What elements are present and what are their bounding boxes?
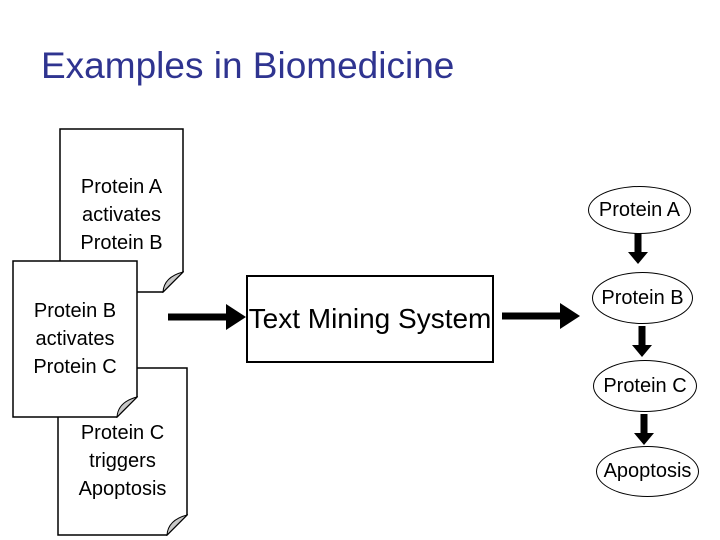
doc-line: activates <box>82 203 161 226</box>
arrow-head <box>560 303 580 329</box>
doc-line: Protein B <box>80 231 163 254</box>
pathway-node-label: Protein C <box>603 374 687 397</box>
arrow-head <box>634 433 654 445</box>
document-note-2: Protein B activates Protein C <box>12 260 138 418</box>
note-fold-corner <box>166 514 188 536</box>
arrow-protein-c-to-apoptosis-icon <box>634 414 654 445</box>
arrow-shaft <box>502 312 561 320</box>
doc-line: triggers <box>89 449 156 472</box>
pathway-node-protein-a: Protein A <box>588 186 691 234</box>
doc-line: Protein C <box>33 356 117 378</box>
doc-line: activates <box>35 328 115 350</box>
arrow-head <box>226 304 246 330</box>
arrow-shaft <box>638 326 646 345</box>
doc-line: Apoptosis <box>78 477 167 500</box>
arrow-docs-to-system-icon <box>168 304 246 330</box>
pathway-node-label: Protein B <box>601 286 684 309</box>
note-fold-corner <box>116 396 138 418</box>
pathway-node-protein-c: Protein C <box>593 360 697 412</box>
pathway-node-apoptosis: Apoptosis <box>596 446 699 497</box>
arrow-protein-b-to-c-icon <box>632 326 652 357</box>
arrow-protein-a-to-b-icon <box>628 233 648 264</box>
arrow-shaft <box>168 313 227 321</box>
doc-line: Protein C <box>80 421 165 444</box>
document-note-2-text: Protein B activates Protein C <box>12 260 138 418</box>
text-mining-system-label: Text Mining System <box>248 303 492 334</box>
text-mining-system-box: Text Mining System <box>246 275 494 363</box>
arrow-shaft <box>634 233 642 252</box>
page-title: Examples in Biomedicine <box>41 45 455 86</box>
doc-line: Protein A <box>80 175 163 198</box>
document-note-1-text: Protein A activates Protein B <box>59 128 184 293</box>
arrow-shaft <box>640 414 648 433</box>
document-note-3-text: Protein C triggers Apoptosis <box>57 367 188 536</box>
arrow-head <box>628 252 648 264</box>
pathway-node-protein-b: Protein B <box>592 272 693 324</box>
arrow-system-to-pathway-icon <box>502 303 580 329</box>
doc-line: Protein B <box>33 300 117 322</box>
folded-note-icon <box>12 260 138 418</box>
note-fold-corner <box>162 271 184 293</box>
document-note-1: Protein A activates Protein B <box>59 128 184 293</box>
arrow-head <box>632 345 652 357</box>
pathway-node-label: Apoptosis <box>603 460 692 482</box>
pathway-node-label: Protein A <box>598 198 681 221</box>
